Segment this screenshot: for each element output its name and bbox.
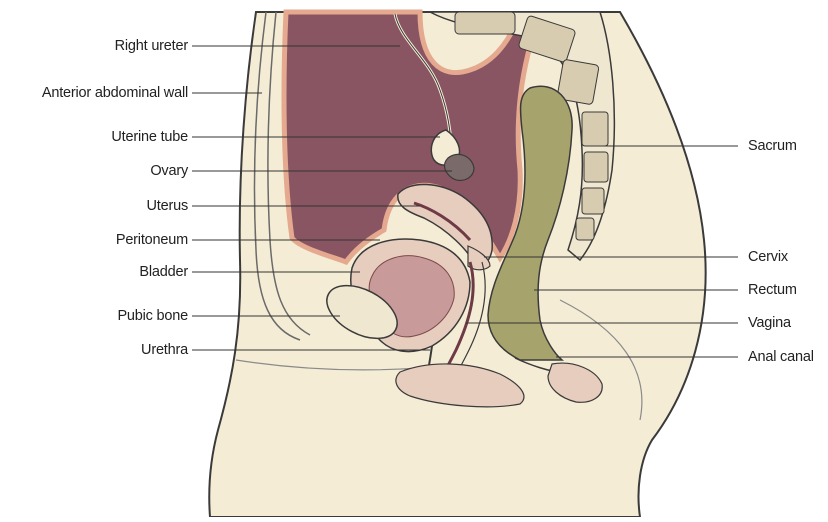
label-peritoneum: Peritoneum: [116, 232, 188, 248]
label-cervix: Cervix: [748, 249, 788, 265]
label-ovary: Ovary: [150, 163, 188, 179]
label-pubic-bone: Pubic bone: [117, 308, 188, 324]
label-vagina: Vagina: [748, 315, 791, 331]
label-anal-canal: Anal canal: [748, 349, 814, 365]
label-rectum: Rectum: [748, 282, 797, 298]
label-uterine-tube: Uterine tube: [111, 129, 188, 145]
label-bladder: Bladder: [139, 264, 188, 280]
label-uterus: Uterus: [146, 198, 188, 214]
label-right-ureter: Right ureter: [115, 38, 188, 54]
label-urethra: Urethra: [141, 342, 188, 358]
label-anterior-abdominal-wall: Anterior abdominal wall: [42, 85, 188, 101]
label-sacrum: Sacrum: [748, 138, 797, 154]
